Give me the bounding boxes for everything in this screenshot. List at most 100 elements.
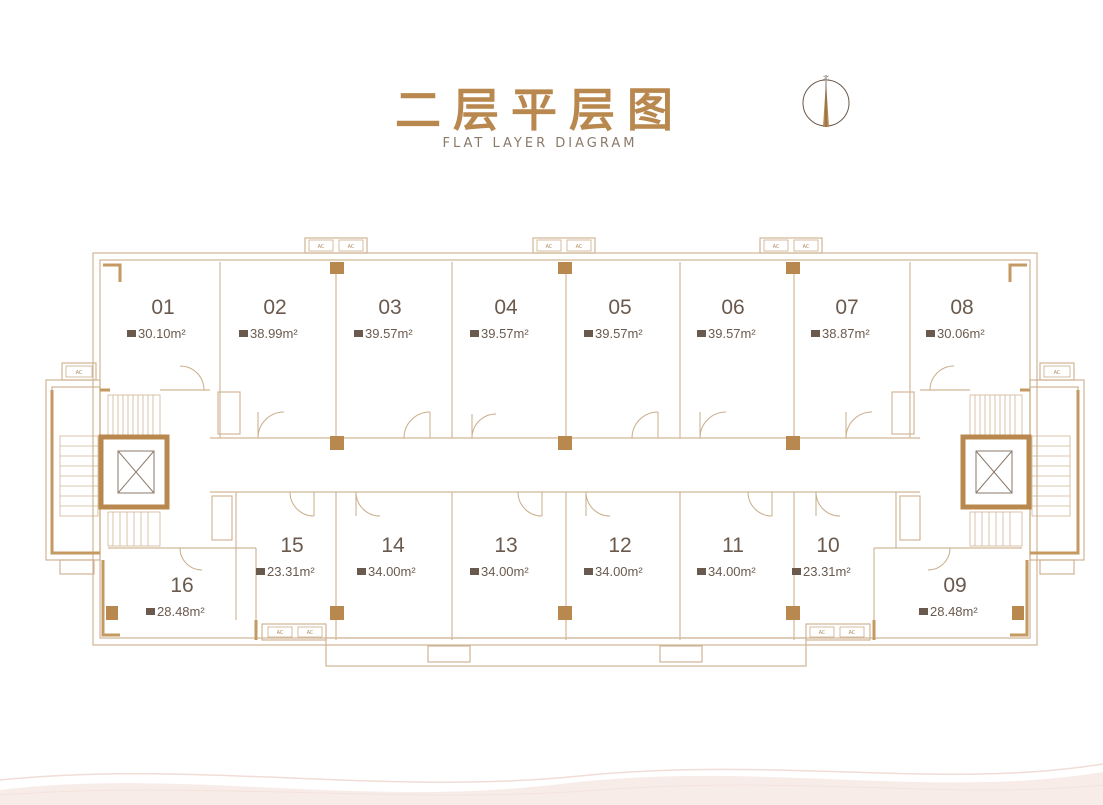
unit-area: 30.06m² [937,326,985,341]
unit-number: 03 [378,296,401,319]
unit-number: 16 [170,574,193,597]
unit-area: 30.10m² [138,326,186,341]
unit-area: 34.00m² [481,564,529,579]
area-tag-icon [926,330,935,337]
area-tag-label: 面积 [471,569,479,575]
unit-number: 12 [608,534,631,557]
unit-number: 04 [494,296,518,319]
wave-decoration [0,772,1103,805]
area-tag-icon [470,330,479,337]
ac-label: AC [576,244,583,250]
unit-area: 38.99m² [250,326,298,341]
north-arrow-icon: 北 [802,75,850,127]
unit-number: 08 [950,296,973,319]
area-tag-label: 面积 [927,331,935,337]
area-tag-icon [357,568,366,575]
area-tag-label: 面积 [793,569,801,575]
elevator-icon [98,434,1032,510]
area-tag-icon [127,330,136,337]
unit-area: 28.48m² [930,604,978,619]
area-tag-label: 面积 [920,609,928,615]
unit-area: 38.87m² [822,326,870,341]
unit-area: 39.57m² [708,326,756,341]
unit-number: 09 [943,574,966,597]
ac-label: AC [546,244,553,250]
area-tag-icon [919,608,928,615]
partition-walls [108,262,1022,640]
building-outline [45,237,1085,667]
ac-label: AC [819,630,826,636]
area-tag-label: 面积 [147,609,155,615]
area-tag-label: 面积 [698,331,706,337]
area-tag-label: 面积 [585,569,593,575]
unit-number: 05 [608,296,631,319]
area-tag-icon [354,330,363,337]
area-tag-label: 面积 [471,331,479,337]
area-tag-label: 面积 [257,569,265,575]
ac-label: AC [318,244,325,250]
unit-number: 07 [835,296,858,319]
ac-label: AC [307,630,314,636]
unit-number: 14 [381,534,405,557]
area-tag-icon [792,568,801,575]
ac-label: AC [803,244,810,250]
unit-number: 01 [151,296,174,319]
ac-label: AC [348,244,355,250]
unit-number: 02 [263,296,286,319]
ac-label: AC [849,630,856,636]
unit-area: 34.00m² [368,564,416,579]
page-title: 二层平层图 [395,83,685,137]
unit-area: 34.00m² [595,564,643,579]
unit-number: 13 [494,534,517,557]
ac-label: AC [277,630,284,636]
unit-area: 23.31m² [803,564,851,579]
area-tag-label: 面积 [128,331,136,337]
area-tag-icon [146,608,155,615]
unit-area: 28.48m² [157,604,205,619]
area-tag-icon [239,330,248,337]
page-subtitle: FLAT LAYER DIAGRAM [442,136,638,151]
area-tag-label: 面积 [240,331,248,337]
door-swing-icon [179,365,955,571]
area-tag-icon [470,568,479,575]
area-tag-label: 面积 [698,569,706,575]
area-tag-label: 面积 [812,331,820,337]
stair-icon [59,394,1071,547]
area-tag-icon [256,568,265,575]
unit-area: 39.57m² [481,326,529,341]
area-tag-icon [697,568,706,575]
unit-area: 34.00m² [708,564,756,579]
area-tag-icon [811,330,820,337]
unit-area: 39.57m² [595,326,643,341]
unit-number: 15 [280,534,303,557]
ac-label: AC [773,244,780,250]
area-tag-icon [584,568,593,575]
area-tag-icon [697,330,706,337]
area-tag-icon [584,330,593,337]
unit-number: 06 [721,296,744,319]
unit-number: 11 [722,534,744,557]
area-tag-label: 面积 [358,569,366,575]
ac-unit-icon [65,239,1071,638]
pillars [106,262,1024,620]
unit-number: 10 [816,534,839,557]
unit-area: 23.31m² [267,564,315,579]
ac-label: AC [76,370,83,376]
